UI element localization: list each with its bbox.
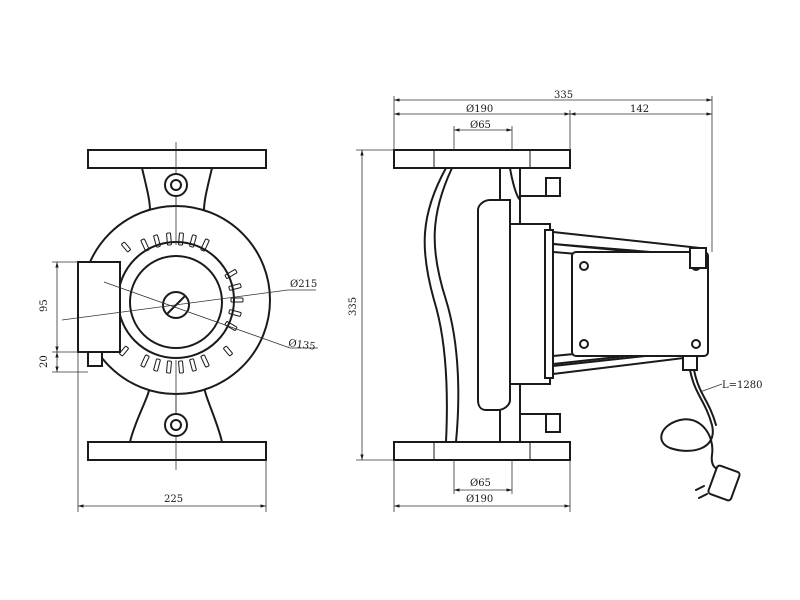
- front-top-neck: [141, 167, 213, 211]
- front-bottom-flange: [87, 441, 267, 461]
- front-terminal-box: [77, 261, 121, 353]
- front-dim-width: 225: [164, 494, 183, 505]
- side-top-flange: [393, 149, 571, 169]
- front-top-flange: [87, 149, 267, 169]
- side-motor-block: [509, 223, 551, 385]
- front-cooling-fins: [119, 232, 244, 374]
- side-cable-length: L=1280: [722, 380, 762, 391]
- side-dim-flange-top: Ø190: [466, 104, 493, 115]
- side-bottom-flange: [393, 441, 571, 461]
- side-bottom-bolt: [545, 413, 561, 433]
- front-inner-hub: [129, 255, 223, 349]
- side-dim-bore-top: Ø65: [470, 120, 491, 131]
- front-dim-height-20: 20: [39, 355, 50, 368]
- side-view: L=1280 335 Ø190 142 Ø65 335 Ø65 Ø190: [348, 90, 762, 512]
- front-dim-height-95: 95: [39, 299, 50, 312]
- front-dim-dia-outer: Ø215: [290, 279, 317, 290]
- side-dim-flange-bottom: Ø190: [466, 494, 493, 505]
- side-dim-bore-bottom: Ø65: [470, 478, 491, 489]
- side-dim-height: 335: [348, 297, 359, 316]
- side-cable-gland: [682, 355, 698, 371]
- side-dim-box-width: 142: [630, 104, 649, 115]
- side-top-bolt: [545, 177, 561, 197]
- front-dim-dia-inner: Ø135: [288, 338, 317, 353]
- side-terminal-box: [571, 251, 709, 357]
- side-power-cable: [660, 369, 726, 473]
- side-power-plug: [695, 464, 741, 502]
- front-view: Ø215 Ø135 95 20 225: [39, 142, 318, 512]
- side-inner-casing: [477, 199, 511, 411]
- front-top-nut: [164, 173, 188, 197]
- front-cable-gland: [87, 351, 103, 367]
- front-bottom-nut: [164, 413, 188, 437]
- side-dim-total-width: 335: [554, 90, 573, 101]
